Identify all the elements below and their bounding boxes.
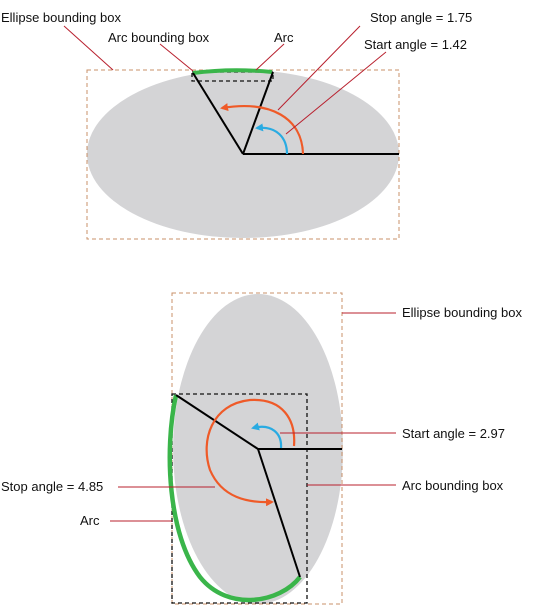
bottom-diagram: Ellipse bounding box Start angle = 2.97 …	[1, 292, 522, 605]
top-arc-box-label: Arc bounding box	[108, 30, 210, 45]
top-stop-angle-label: Stop angle = 1.75	[370, 10, 472, 25]
top-diagram: Ellipse bounding box Arc bounding box Ar…	[1, 10, 472, 240]
bottom-radius-start	[175, 394, 259, 450]
top-start-angle-arrow	[255, 123, 289, 155]
bottom-arc-box-label: Arc bounding box	[402, 478, 504, 493]
bottom-stop-angle-label: Stop angle = 4.85	[1, 479, 103, 494]
top-leader-arc	[255, 43, 285, 71]
bottom-arc-label: Arc	[80, 513, 100, 528]
top-start-angle-label: Start angle = 1.42	[364, 37, 467, 52]
bottom-stop-angle-arrow	[205, 398, 296, 507]
top-leader-arc-box	[159, 43, 194, 72]
bottom-arc	[167, 394, 302, 603]
top-ellipse-box-label: Ellipse bounding box	[1, 10, 121, 25]
bottom-ellipse-box-label: Ellipse bounding box	[402, 305, 522, 320]
top-leader-start-angle	[285, 51, 387, 135]
top-leader-stop-angle	[277, 25, 361, 111]
bottom-radius-stop	[257, 448, 301, 578]
top-arc-bounding-box	[191, 71, 274, 82]
top-arc	[192, 68, 273, 75]
top-stop-angle-arrow	[220, 103, 305, 155]
top-radius-start	[242, 71, 274, 155]
top-arc-label: Arc	[274, 30, 294, 45]
top-leader-ellipse-box	[63, 25, 114, 71]
bottom-start-angle-label: Start angle = 2.97	[402, 426, 505, 441]
top-radius-stop	[192, 72, 244, 155]
bottom-start-angle-arrow	[251, 422, 283, 449]
